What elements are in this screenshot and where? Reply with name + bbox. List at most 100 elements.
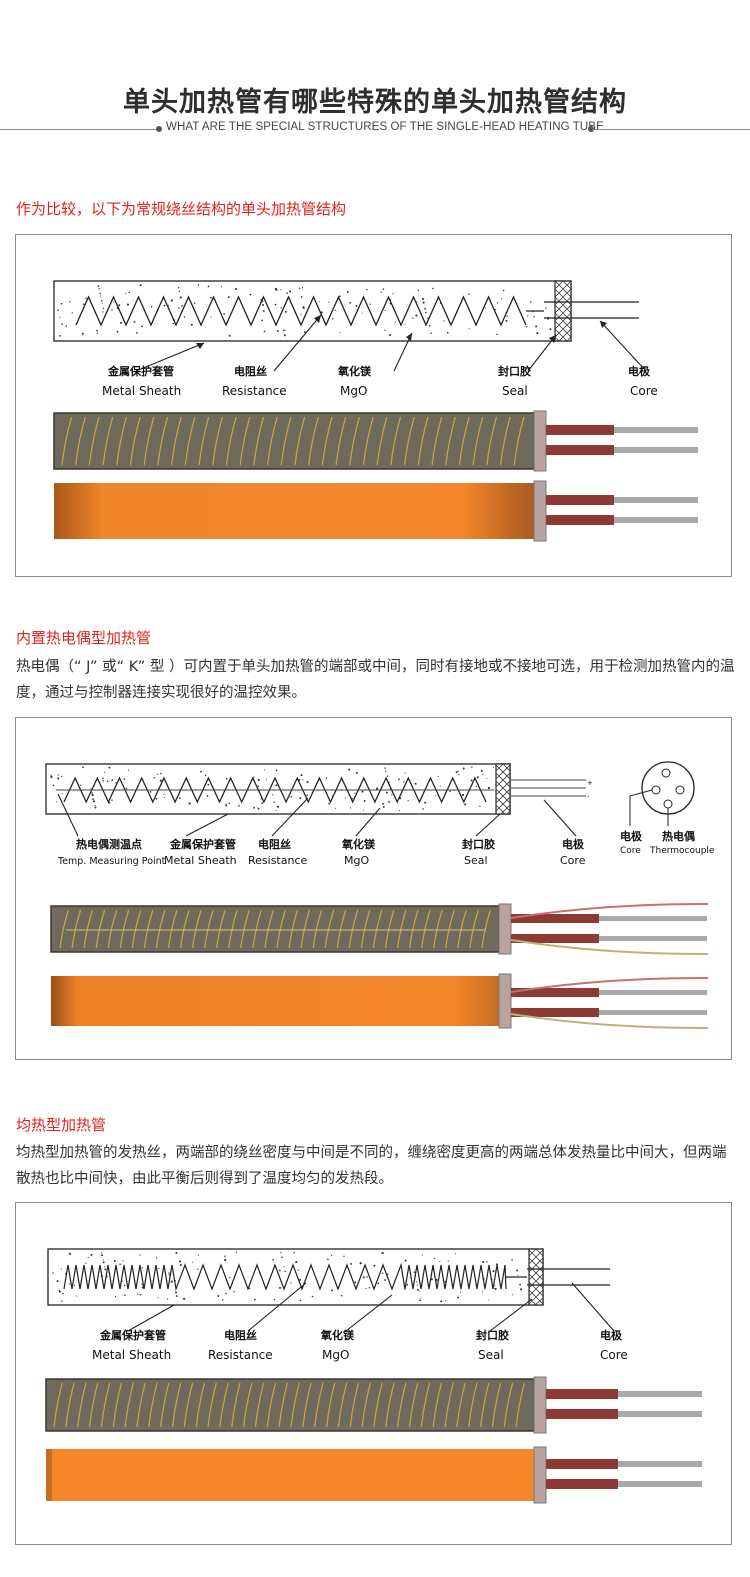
- mgo-dot: [102, 1261, 105, 1264]
- mgo-dot: [249, 293, 252, 296]
- mgo-dot: [133, 320, 136, 323]
- svg-text:Resistance: Resistance: [208, 1348, 273, 1362]
- mgo-dot: [197, 1254, 199, 1256]
- mgo-dot: [92, 800, 96, 803]
- mgo-dot: [102, 779, 104, 782]
- mgo-dot: [384, 329, 386, 331]
- mgo-dot: [404, 324, 406, 326]
- tc-lead-red: [510, 903, 709, 919]
- mgo-dot: [363, 800, 366, 802]
- lead-wire-top: [599, 990, 707, 995]
- mgo-dot: [273, 1298, 276, 1301]
- divider-right: [592, 129, 750, 130]
- mgo-dot: [439, 1261, 441, 1263]
- mgo-dot: [272, 794, 274, 796]
- mgo-dot: [462, 767, 465, 770]
- end-view-tc-en: Thermocouple: [649, 846, 715, 856]
- lead-wire-bottom: [618, 1481, 702, 1487]
- mgo-dot: [228, 334, 231, 337]
- mgo-dot: [191, 1261, 193, 1263]
- mgo-dot: [435, 795, 437, 797]
- mgo-dot: [106, 780, 109, 783]
- mgo-dot: [60, 1268, 62, 1270]
- mgo-dot: [415, 314, 418, 317]
- leader-lines: [135, 314, 647, 372]
- mgo-dot: [468, 293, 470, 296]
- mgo-dot: [233, 1291, 235, 1293]
- mgo-dot: [217, 1295, 220, 1297]
- hot-body-edge: [46, 1449, 52, 1501]
- svg-text:电阻丝: 电阻丝: [234, 364, 267, 378]
- mgo-dot: [61, 1300, 63, 1302]
- mgo-dot: [100, 300, 103, 302]
- mgo-dot: [123, 778, 126, 780]
- mgo-dot: [328, 802, 330, 805]
- mgo-dot: [302, 779, 304, 781]
- mgo-dot: [418, 1290, 420, 1292]
- lead-wire-bottom: [618, 1411, 702, 1417]
- mgo-dot: [457, 770, 459, 772]
- mgo-dot: [225, 804, 228, 807]
- svg-text:Core: Core: [630, 384, 658, 398]
- mgo-dot: [280, 1251, 282, 1254]
- mgo-dot: [475, 785, 478, 788]
- mgo-dot: [398, 778, 400, 781]
- mgo-dot: [170, 299, 173, 302]
- mgo-dot: [516, 1269, 518, 1272]
- mgo-dot: [455, 1253, 457, 1255]
- coil-turn: [129, 416, 141, 466]
- mgo-dot: [461, 793, 465, 797]
- svg-text:Temp. Measuring Point: Temp. Measuring Point: [57, 856, 166, 867]
- svg-text:封口胶: 封口胶: [476, 1328, 509, 1342]
- mgo-dot: [197, 1268, 199, 1270]
- end-view-pin: [675, 785, 685, 795]
- coil-turn: [457, 909, 467, 949]
- mgo-dot: [276, 329, 279, 332]
- tc-lead-yellow: [510, 939, 709, 955]
- mgo-dot: [263, 769, 265, 771]
- coil-turn: [481, 909, 492, 949]
- mgo-dot: [168, 1272, 170, 1274]
- mgo-dot: [114, 1296, 117, 1298]
- seal-hatch: [528, 1248, 544, 1306]
- coil-turn: [191, 909, 202, 949]
- mgo-dot: [506, 315, 509, 317]
- hot-body: [46, 1449, 534, 1501]
- mgo-dot: [403, 781, 405, 783]
- coil-turn: [179, 909, 190, 949]
- sheath-body: [50, 905, 500, 953]
- end-view-tc-cn: 热电偶: [662, 829, 695, 843]
- mgo-dot: [102, 307, 105, 310]
- mgo-dot: [234, 287, 237, 291]
- mgo-dot: [368, 1286, 371, 1289]
- mgo-dot: [197, 284, 200, 286]
- mgo-dot: [68, 1283, 70, 1285]
- mgo-dot: [433, 1257, 436, 1260]
- coil-turn: [325, 1382, 336, 1428]
- mgo-dot: [354, 792, 356, 794]
- mgo-dot: [266, 778, 268, 780]
- mgo-dot: [486, 778, 488, 780]
- lead-wire-bottom: [614, 447, 698, 453]
- mgo-dot: [286, 292, 288, 294]
- lead-sleeve-bottom: [546, 445, 614, 455]
- mgo-dot: [421, 1254, 423, 1256]
- coil-turn: [136, 1382, 146, 1428]
- mgo-dot: [160, 772, 162, 775]
- mgo-dot: [175, 1252, 178, 1254]
- end-view-leader: [629, 789, 653, 826]
- mgo-dot: [422, 808, 424, 810]
- mgo-dot: [224, 1255, 226, 1257]
- sheath-body: [53, 412, 535, 470]
- lead-wire-top: [618, 1461, 702, 1467]
- mgo-dot: [257, 785, 260, 788]
- mgo-dot: [349, 302, 352, 304]
- coil-turn: [360, 909, 371, 949]
- mgo-dot: [545, 307, 547, 309]
- mgo-dot: [183, 316, 186, 318]
- lead-wire-bottom: [599, 1010, 707, 1015]
